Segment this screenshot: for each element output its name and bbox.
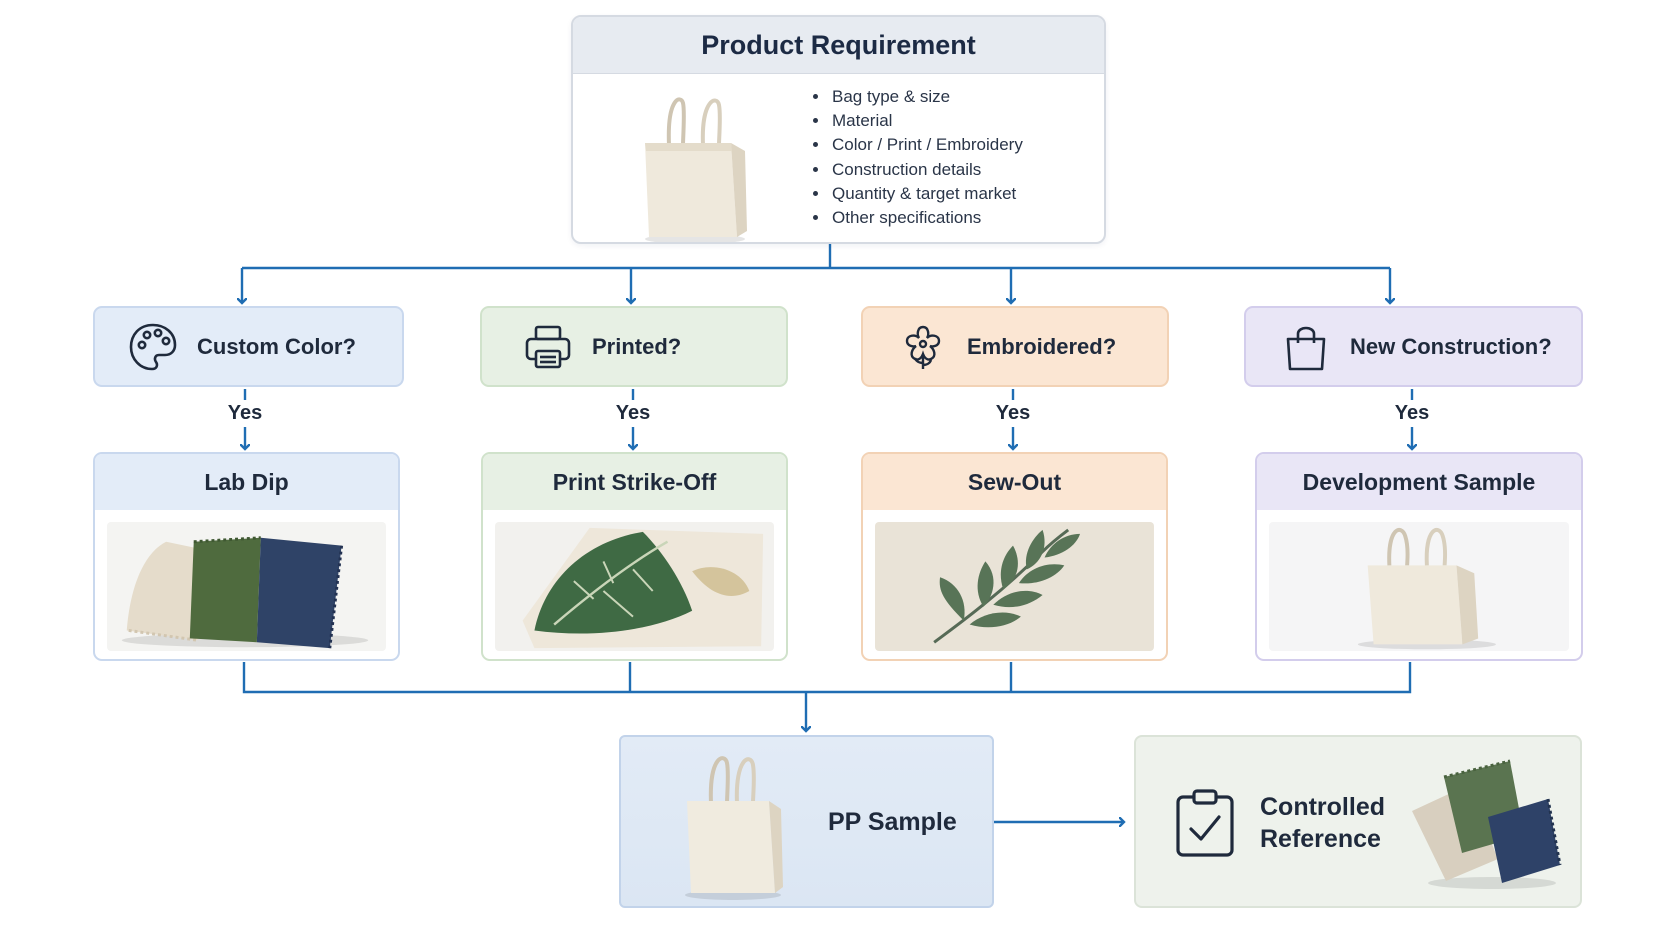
product-requirement-card: Product Requirement Bag type & size Mate… bbox=[571, 15, 1106, 244]
list-item: Bag type & size bbox=[830, 85, 1023, 109]
decision-label: Embroidered? bbox=[967, 333, 1117, 359]
yes-label: Yes bbox=[227, 402, 263, 424]
palette-icon bbox=[123, 317, 183, 377]
decision-printed: Printed? bbox=[480, 306, 788, 387]
result-title: Development Sample bbox=[1257, 454, 1581, 510]
leaf-print-fabric-image bbox=[495, 522, 774, 652]
list-item: Material bbox=[830, 109, 1023, 133]
pp-sample-label: PP Sample bbox=[828, 808, 957, 836]
yes-label: Yes bbox=[615, 402, 651, 424]
printer-icon bbox=[518, 317, 578, 377]
result-development-sample: Development Sample bbox=[1255, 452, 1583, 661]
controlled-reference-card: Controlled Reference bbox=[1134, 735, 1582, 908]
result-sew-out: Sew-Out bbox=[861, 452, 1168, 661]
decision-embroidered: Embroidered? bbox=[861, 306, 1169, 387]
controlled-reference-line2: Reference bbox=[1260, 825, 1381, 853]
list-item: Color / Print / Embroidery bbox=[830, 133, 1023, 157]
requirement-list: Bag type & size Material Color / Print /… bbox=[808, 85, 1023, 230]
clipboard-check-icon bbox=[1174, 787, 1236, 864]
flower-icon bbox=[893, 317, 953, 377]
controlled-reference-line1: Controlled bbox=[1260, 793, 1385, 821]
list-item: Quantity & target market bbox=[830, 182, 1023, 206]
pp-sample-card: PP Sample bbox=[619, 735, 994, 908]
yes-label: Yes bbox=[995, 402, 1031, 424]
result-title: Lab Dip bbox=[95, 454, 398, 510]
fabric-swatches-image bbox=[107, 522, 386, 652]
product-requirement-title: Product Requirement bbox=[573, 17, 1104, 74]
decision-label: New Construction? bbox=[1350, 333, 1552, 359]
decision-new-construction: New Construction? bbox=[1244, 306, 1583, 387]
fabric-swatches-image bbox=[1412, 759, 1562, 889]
connector-merge-bottom bbox=[242, 662, 1412, 694]
tote-bag-image bbox=[645, 97, 747, 242]
list-item: Other specifications bbox=[830, 206, 1023, 230]
result-print-strike-off: Print Strike-Off bbox=[481, 452, 788, 661]
shopping-bag-icon bbox=[1276, 317, 1336, 377]
result-title: Print Strike-Off bbox=[483, 454, 786, 510]
tote-bag-image bbox=[685, 756, 783, 900]
result-title: Sew-Out bbox=[863, 454, 1166, 510]
embroidered-leaf-image bbox=[875, 522, 1154, 652]
decision-custom-color: Custom Color? bbox=[93, 306, 404, 387]
list-item: Construction details bbox=[830, 158, 1023, 182]
result-lab-dip: Lab Dip bbox=[93, 452, 400, 661]
tote-bag-sample-image bbox=[1269, 522, 1569, 652]
decision-label: Printed? bbox=[592, 333, 682, 359]
yes-label: Yes bbox=[1394, 402, 1430, 424]
decision-label: Custom Color? bbox=[197, 333, 356, 359]
controlled-reference-label: Controlled Reference bbox=[1260, 791, 1385, 855]
